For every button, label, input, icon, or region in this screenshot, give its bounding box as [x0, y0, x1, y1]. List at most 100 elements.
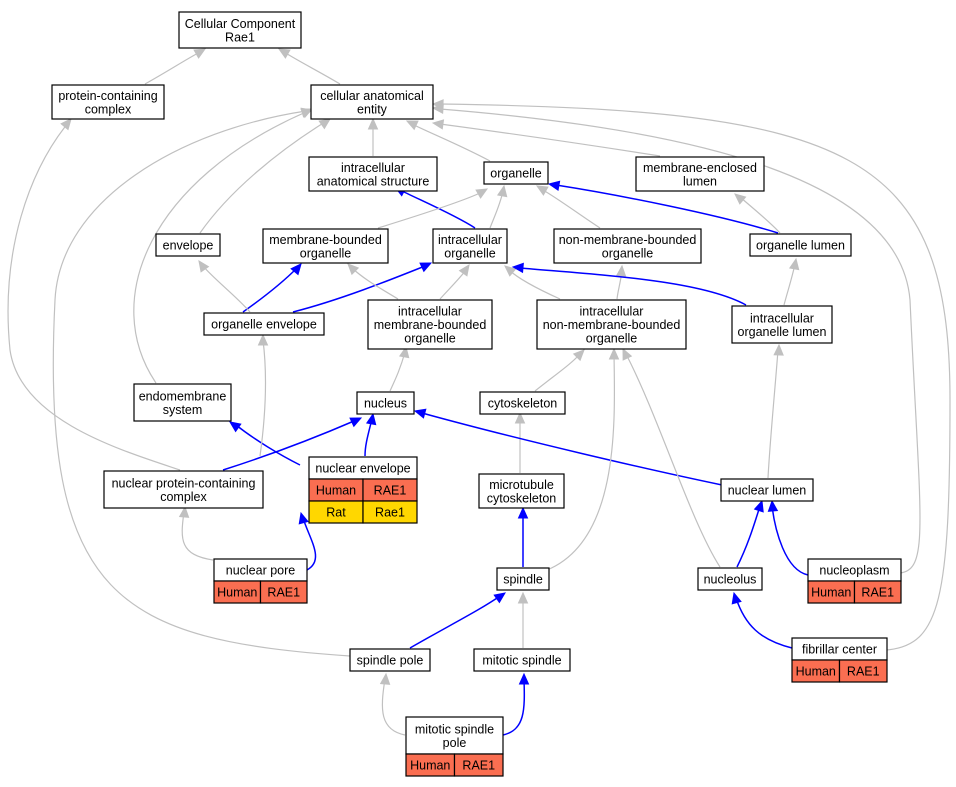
node-nucleolus[interactable]: nucleolus [697, 567, 763, 591]
species-label: Human [410, 759, 450, 773]
node-nucleus[interactable]: nucleus [356, 391, 415, 415]
node-box [720, 478, 814, 502]
edge-arrowhead-10 [734, 193, 747, 205]
gene-label: RAE1 [462, 759, 495, 773]
is-a-edge-20 [783, 263, 796, 306]
edge-arrowhead-39 [431, 99, 444, 110]
gene-label: RAE1 [861, 586, 894, 600]
node-box [262, 228, 389, 264]
node-label: cytoskeleton [488, 397, 558, 411]
node-organelle[interactable]: organelle [483, 161, 549, 185]
is-a-edge-1 [283, 51, 341, 85]
edge-arrowhead-24 [365, 412, 377, 426]
is-a-edge-6 [377, 192, 481, 229]
node-box [749, 233, 852, 257]
node-box [178, 11, 302, 49]
node-label: membrane-bounded [269, 233, 382, 247]
node-box [133, 383, 232, 422]
node-box [432, 228, 508, 264]
gene-label: Rae1 [375, 506, 405, 520]
edge-arrowhead-11 [318, 118, 331, 130]
part-of-edge-9 [555, 184, 779, 234]
part-of-edge-37 [771, 505, 809, 576]
is-a-edge-17 [508, 269, 561, 300]
part-of-edge-24 [364, 418, 373, 457]
gene-label: RAE1 [267, 586, 300, 600]
edge-arrowhead-42 [517, 591, 529, 604]
node-organelle-envelope[interactable]: organelle envelope [203, 312, 325, 336]
node-label: Rae1 [225, 30, 255, 44]
node-label: cellular anatomical [320, 89, 424, 103]
node-spindle[interactable]: spindle [496, 567, 550, 591]
is-a-edge-22 [534, 353, 581, 392]
node-box [356, 391, 415, 415]
node-label: nucleus [364, 397, 407, 411]
part-of-edge-45 [502, 678, 526, 736]
node-label: organelle lumen [738, 325, 827, 339]
node-label: Cellular Component [185, 17, 296, 31]
edge-arrowhead-1 [277, 48, 291, 59]
is-a-edge-4 [439, 123, 661, 157]
node-cytoskeleton[interactable]: cytoskeleton [479, 391, 566, 415]
node-label: nucleolus [704, 573, 757, 587]
node-label: complex [85, 102, 132, 116]
node-box [473, 648, 571, 672]
node-label: organelle [602, 246, 653, 260]
node-organelle-lumen[interactable]: organelle lumen [749, 233, 852, 257]
is-a-edge-38 [439, 108, 921, 574]
node-label: organelle [490, 167, 541, 181]
gene-cell [853, 580, 902, 604]
edge-arrowhead-34 [608, 347, 620, 360]
node-mitotic-spindle[interactable]: mitotic spindle [473, 648, 571, 672]
node-envelope[interactable]: envelope [155, 233, 221, 257]
part-of-edge-25 [222, 420, 355, 471]
node-label: intracellular [398, 305, 462, 319]
node-label: non-membrane-bounded [559, 233, 697, 247]
node-label: intracellular [750, 311, 814, 325]
node-nuclear-lumen[interactable]: nuclear lumen [720, 478, 814, 502]
species-label: Human [316, 484, 356, 498]
node-label: complex [160, 490, 207, 504]
edge-arrowhead-20 [788, 257, 800, 271]
node-label: microtubule [489, 478, 554, 492]
is-a-edge-28 [767, 349, 779, 479]
node-box [553, 228, 702, 264]
species-label: Human [796, 665, 836, 679]
node-box [51, 84, 165, 120]
node-intracellular-non-membrane-bounded-organelle[interactable]: intracellularnon-membrane-boundedorganel… [536, 299, 687, 350]
edge-arrowhead-44 [379, 672, 391, 685]
node-label: nuclear envelope [315, 462, 410, 476]
node-box [155, 233, 221, 257]
species-label: Human [217, 586, 257, 600]
part-of-edge-23 [235, 424, 301, 466]
node-box [536, 299, 687, 350]
species-label: Rat [326, 506, 346, 520]
is-a-edge-46 [7, 122, 181, 471]
edge-arrowhead-27 [413, 408, 427, 419]
part-of-edge-36 [736, 505, 761, 568]
is-a-edge-10 [739, 196, 781, 234]
node-label: organelle envelope [211, 318, 317, 332]
node-label: fibrillar center [802, 643, 877, 657]
node-label: pole [443, 736, 467, 750]
node-spindle-pole[interactable]: spindle pole [349, 648, 431, 672]
part-of-edge-12 [242, 267, 298, 313]
